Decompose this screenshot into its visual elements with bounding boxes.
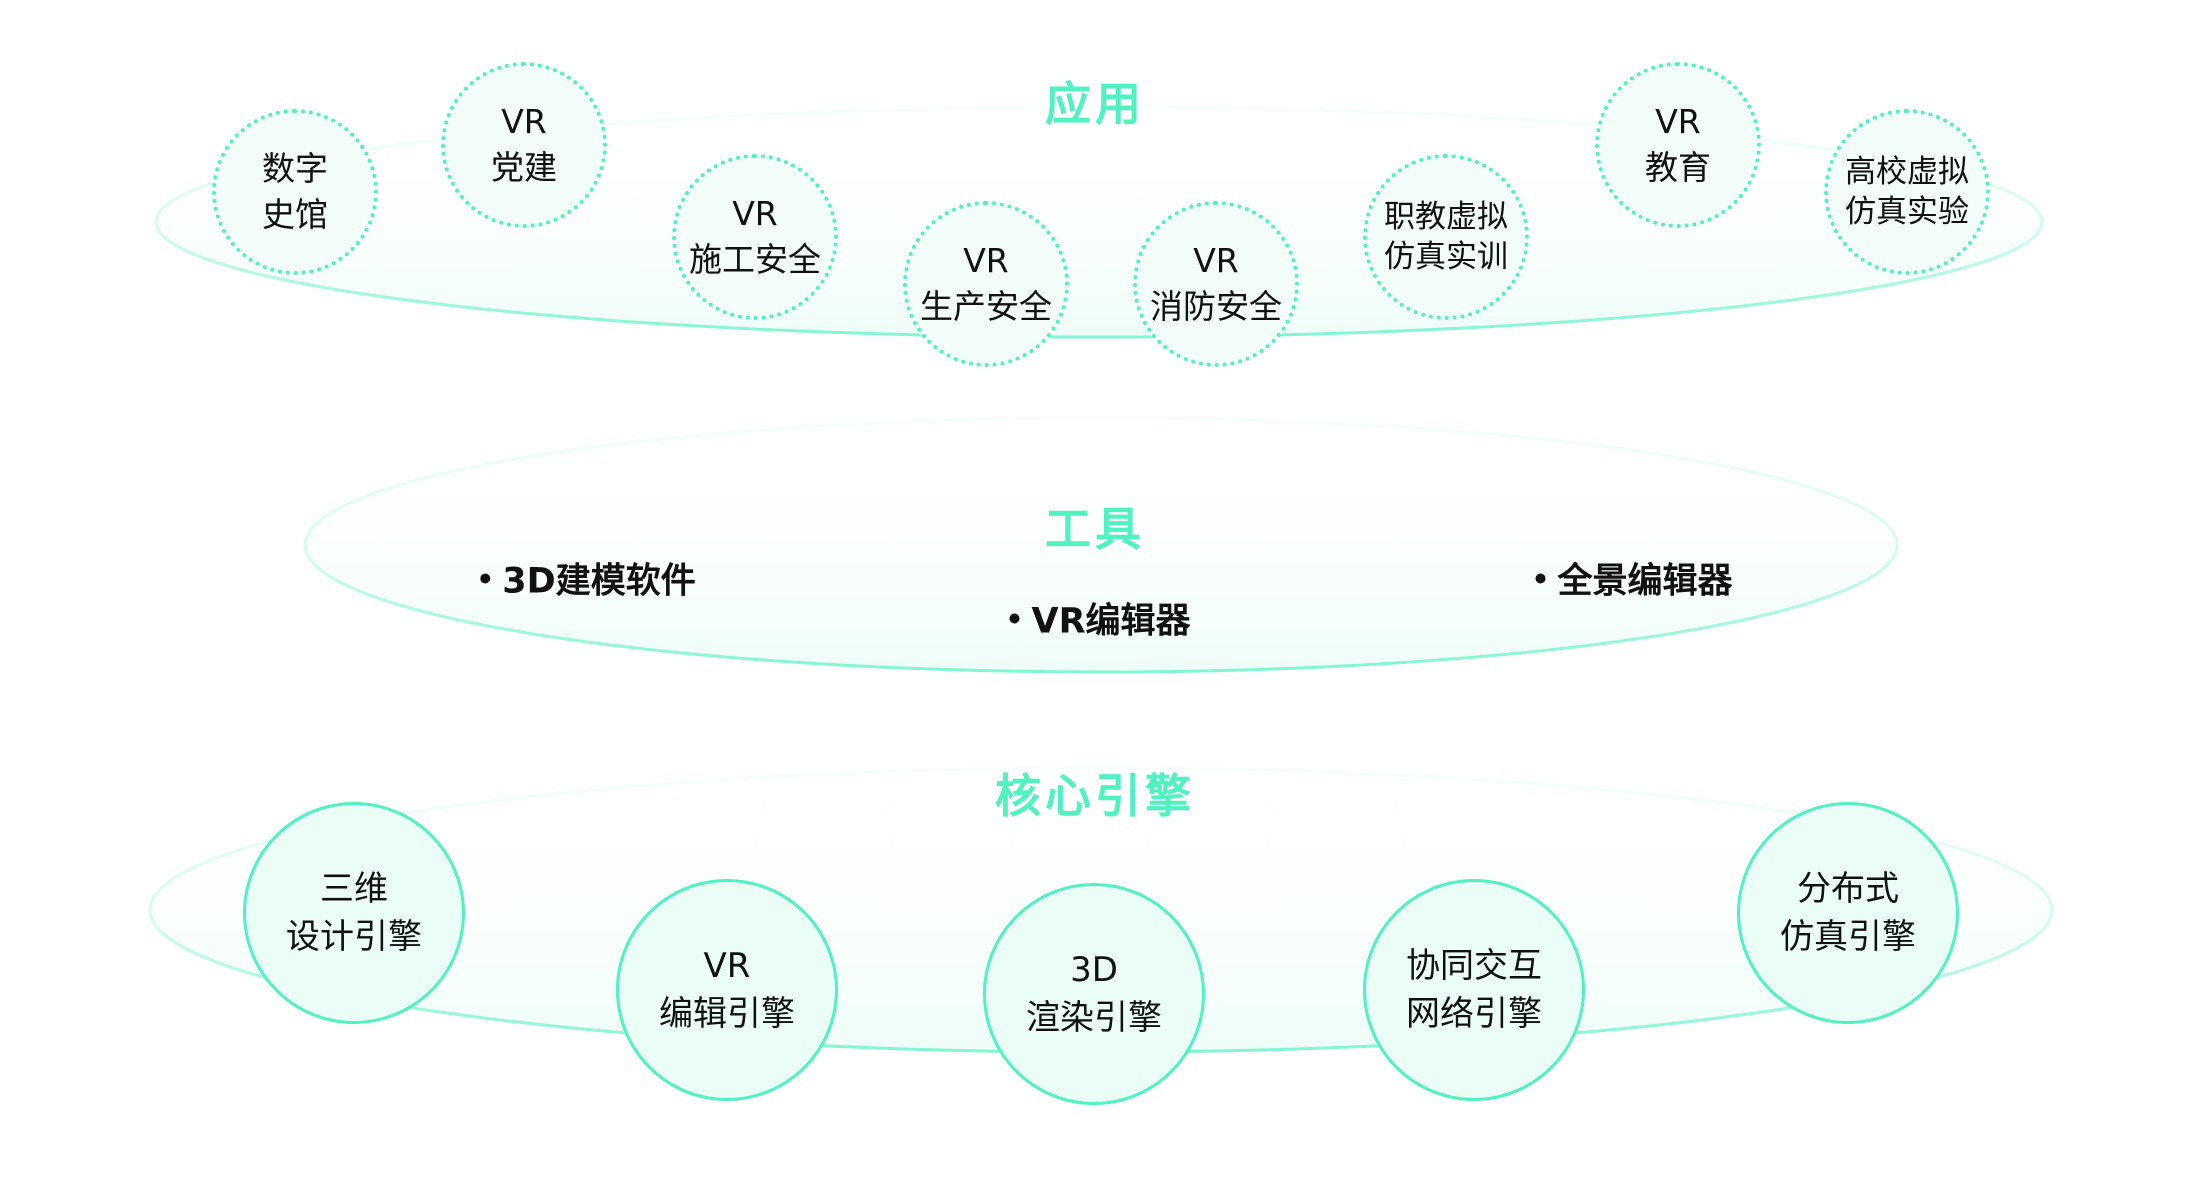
node-label-line2: 设计引擎 (286, 917, 422, 957)
node-label-line2: 编辑引擎 (659, 994, 795, 1034)
node-label-line2: 党建 (491, 148, 557, 187)
app-node-vr-party-building: VR 党建 (441, 62, 607, 228)
app-node-vocational-simulation-training: 职教虚拟 仿真实训 (1363, 154, 1529, 320)
node-label-line1: 职教虚拟 (1384, 199, 1508, 235)
tools-layer-title: 工具 (1045, 502, 1145, 556)
node-label-line2: 史馆 (262, 195, 328, 234)
app-node-vr-fire-safety: VR 消防安全 (1133, 201, 1299, 367)
tool-item-vr-editor: VR编辑器 (1009, 593, 1191, 644)
node-label-line2: 仿真实验 (1845, 194, 1969, 230)
tool-item-3d-modeling: 3D建模软件 (480, 553, 696, 604)
core-node-collaborative-network-engine: 协同交互 网络引擎 (1363, 879, 1585, 1101)
bullet-icon (1009, 613, 1020, 623)
node-label-line1: VR (732, 194, 778, 233)
node-label-line2: 施工安全 (689, 240, 821, 279)
connector-lines (176, 164, 2032, 913)
application-layer-ellipse (154, 105, 2044, 339)
bullet-icon (1535, 573, 1546, 583)
node-label-line1: VR (1193, 241, 1239, 280)
node-label-line1: VR (1655, 102, 1701, 141)
node-label-line1: 高校虚拟 (1845, 154, 1969, 190)
app-node-vr-production-safety: VR 生产安全 (903, 201, 1069, 367)
node-label-line1: VR (501, 102, 547, 141)
tool-label: VR编辑器 (1031, 601, 1191, 642)
tool-label: 全景编辑器 (1557, 561, 1733, 602)
app-node-digital-museum: 数字 史馆 (212, 109, 378, 275)
node-label-line1: 3D (1070, 950, 1118, 990)
tools-layer-ellipse (303, 416, 1899, 674)
node-label-line1: VR (963, 241, 1009, 280)
core-layer-title: 核心引擎 (995, 769, 1195, 823)
node-label-line1: VR (703, 946, 751, 986)
node-label-line1: 协同交互 (1406, 946, 1542, 986)
node-label-line2: 仿真引擎 (1780, 917, 1916, 957)
bullet-icon (480, 573, 491, 583)
node-label-line2: 生产安全 (920, 287, 1052, 326)
node-label-line2: 教育 (1645, 148, 1711, 187)
core-node-3d-design-engine: 三维 设计引擎 (243, 802, 465, 1024)
app-node-university-simulation-lab: 高校虚拟 仿真实验 (1824, 109, 1990, 275)
node-label-line2: 渲染引擎 (1026, 998, 1162, 1038)
node-label-line1: 分布式 (1797, 869, 1899, 909)
tool-item-panorama-editor: 全景编辑器 (1535, 553, 1733, 604)
tool-label: 3D建模软件 (502, 561, 696, 602)
node-label-line1: 数字 (262, 149, 328, 188)
core-node-3d-rendering-engine: 3D 渲染引擎 (983, 883, 1205, 1105)
node-label-line1: 三维 (320, 869, 388, 909)
node-label-line2: 网络引擎 (1406, 994, 1542, 1034)
app-node-vr-construction-safety: VR 施工安全 (672, 154, 838, 320)
core-node-vr-editing-engine: VR 编辑引擎 (616, 879, 838, 1101)
core-node-distributed-simulation-engine: 分布式 仿真引擎 (1737, 802, 1959, 1024)
node-label-line2: 仿真实训 (1384, 239, 1508, 275)
application-layer-title: 应用 (1045, 77, 1145, 131)
node-label-line2: 消防安全 (1150, 287, 1282, 326)
app-node-vr-education: VR 教育 (1595, 62, 1761, 228)
